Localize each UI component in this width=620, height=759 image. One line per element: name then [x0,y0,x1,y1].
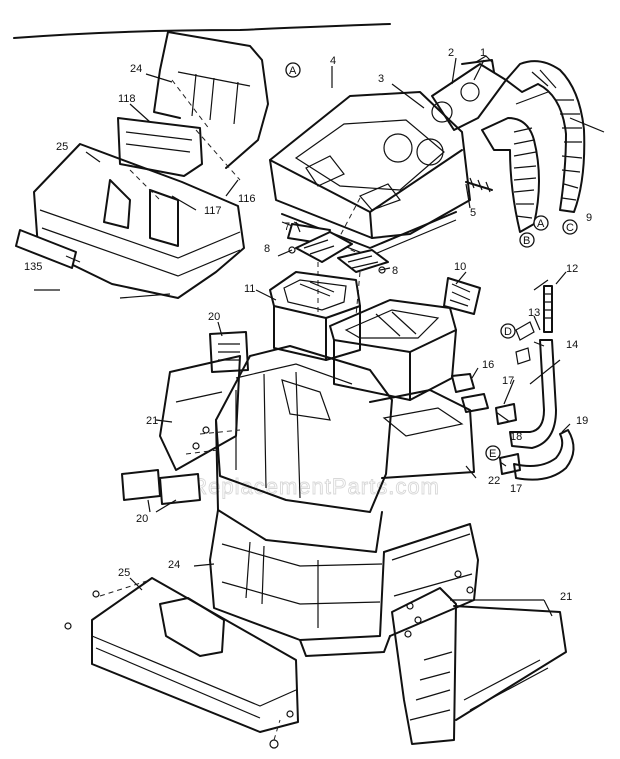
callout-10: 10 [454,261,466,273]
marker-d: D [504,326,512,338]
callout-9: 9 [586,212,592,224]
callout-19: 19 [576,415,588,427]
marker-e: E [489,448,496,460]
seal-and-gaskets [287,223,389,317]
marker-b: B [523,235,530,247]
callout-21-a: 21 [146,415,158,427]
side-panel-left [121,331,249,505]
drain-hose-fittings [451,285,575,481]
callout-116: 116 [238,193,256,205]
marker-a-2: A [537,218,545,230]
callout-135: 135 [24,261,42,273]
callout-18: 18 [510,431,522,443]
inset-cover-assembly [15,31,269,299]
callout-5: 5 [470,207,476,219]
callout-4: 4 [330,55,336,67]
callout-117: 117 [204,205,222,217]
callout-17-b: 17 [510,483,522,495]
callout-20-b: 20 [136,513,148,525]
callout-12: 12 [566,263,578,275]
callout-3: 3 [378,73,384,85]
callout-13: 13 [528,307,540,319]
callout-25-a: 25 [56,141,68,153]
callout-25-b: 25 [118,567,130,579]
marker-c: C [566,222,574,234]
callout-21-b: 21 [560,591,572,603]
callout-8-a: 8 [264,243,270,255]
recovery-tank-baskets [269,271,481,401]
hose-markers: A A B C D E [285,62,578,461]
callout-14: 14 [566,339,578,351]
part-callouts: 1 2 3 4 5 7 8 8 9 10 11 12 13 14 16 17 1… [24,47,592,603]
callout-22: 22 [488,475,500,487]
leader-lines [65,57,571,617]
callout-20-a: 20 [208,311,220,323]
side-panel-right [391,570,567,745]
callout-16: 16 [482,359,494,371]
callout-8-b: 8 [392,265,398,277]
callout-11: 11 [244,283,255,295]
callout-17-a: 17 [502,375,514,387]
callout-24-a: 24 [130,63,142,75]
hose-coupling-assembly [431,55,605,233]
main-housing [209,345,479,657]
callout-1: 1 [480,47,486,59]
callout-2: 2 [448,47,454,59]
callout-7: 7 [284,221,290,233]
marker-a-1: A [289,65,297,77]
callout-24-b: 24 [168,559,180,571]
front-bumper [64,577,299,749]
callout-118: 118 [118,93,136,105]
